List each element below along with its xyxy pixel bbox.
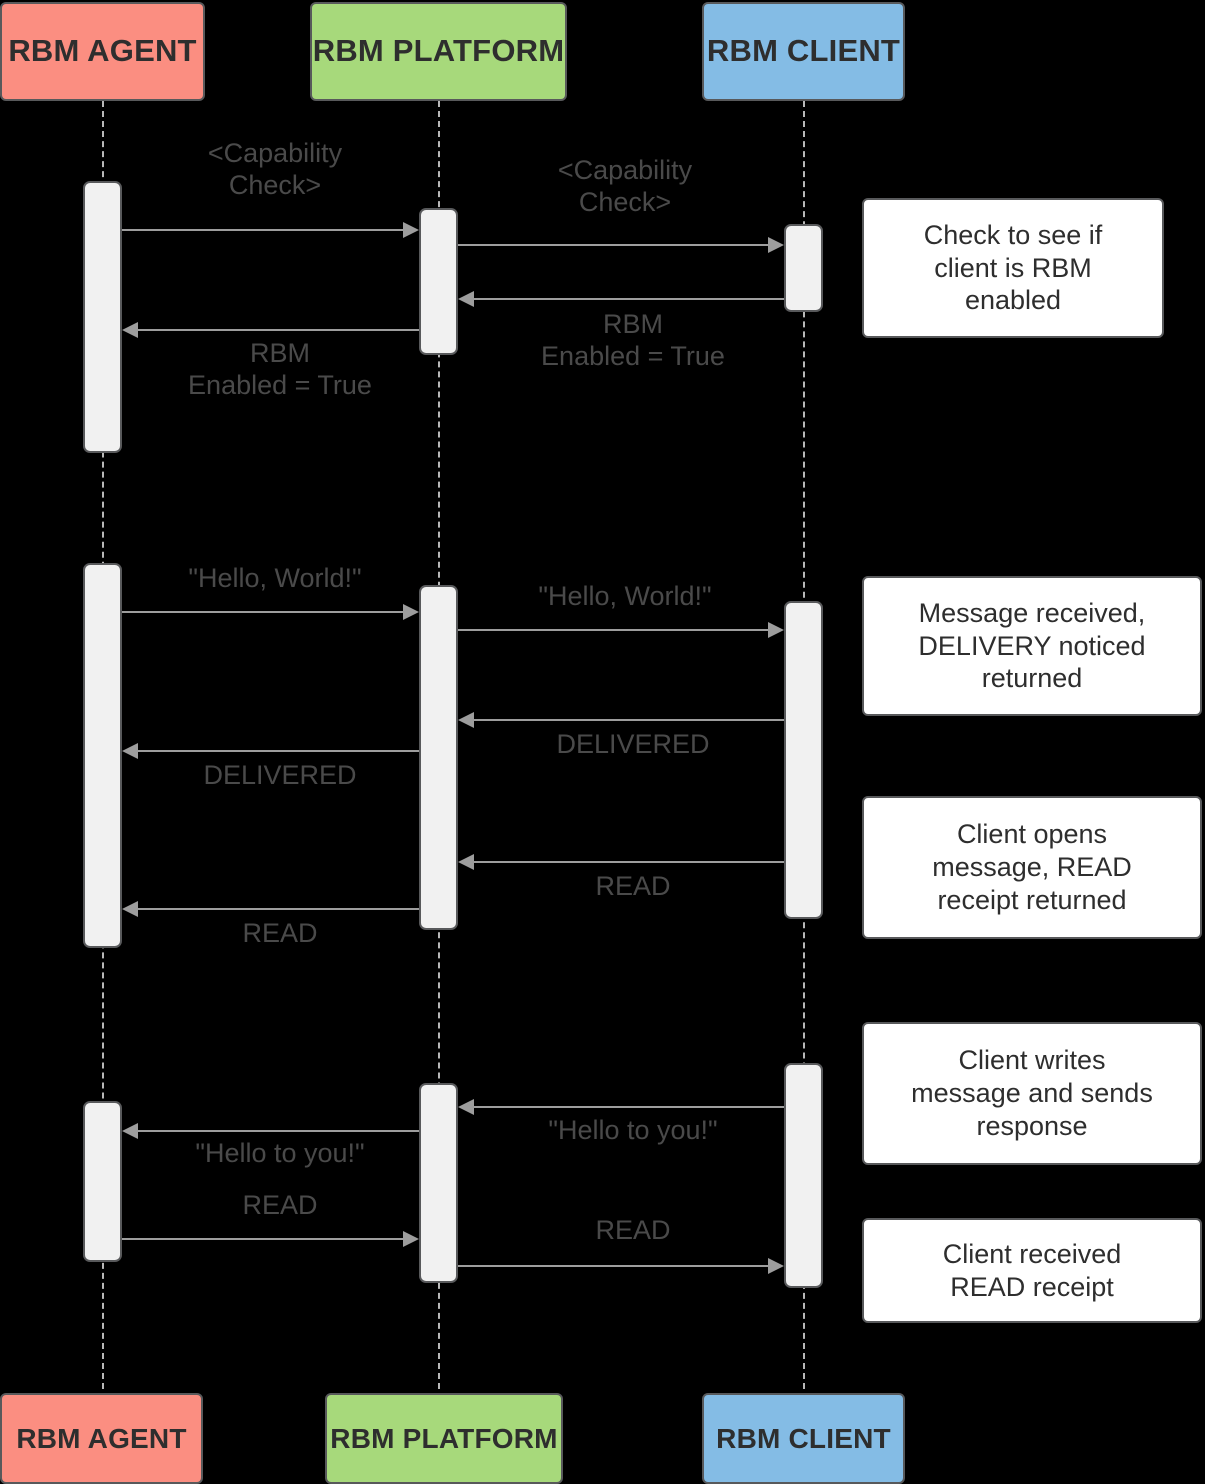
note-client-opens-message: Client opens message, READ receipt retur… (862, 796, 1202, 939)
note-capability-check: Check to see if client is RBM enabled (862, 198, 1164, 338)
arrowhead-m11 (458, 1099, 474, 1115)
message-label-m13: READ (242, 1190, 318, 1220)
message-line-m8 (138, 750, 419, 752)
message-label-m11: "Hello to you!" (548, 1115, 718, 1145)
activation-platform-reply (419, 1083, 458, 1283)
message-line-m2 (458, 244, 768, 246)
message-label-m8: DELIVERED (203, 760, 357, 790)
message-label-m12: "Hello to you!" (195, 1138, 365, 1168)
participant-footer-platform[interactable]: RBM PLATFORM (325, 1393, 563, 1484)
arrowhead-m5 (403, 604, 419, 620)
message-line-m3 (474, 298, 784, 300)
arrowhead-m12 (122, 1123, 138, 1139)
message-line-m5 (122, 611, 403, 613)
note-client-received-read: Client received READ receipt (862, 1218, 1202, 1323)
arrowhead-m9 (458, 854, 474, 870)
activation-client-capability (784, 224, 823, 312)
arrowhead-m14 (768, 1258, 784, 1274)
message-label-m10: READ (242, 918, 318, 948)
activation-agent-message (83, 563, 122, 948)
message-line-m6 (458, 629, 768, 631)
activation-platform-message (419, 585, 458, 930)
message-label-m14: READ (595, 1215, 671, 1245)
participant-header-platform[interactable]: RBM PLATFORM (310, 2, 567, 101)
message-line-m4 (138, 329, 419, 331)
arrowhead-m1 (403, 222, 419, 238)
arrowhead-m4 (122, 322, 138, 338)
message-line-m7 (474, 719, 784, 721)
message-line-m12 (138, 1130, 419, 1132)
message-line-m9 (474, 861, 784, 863)
arrowhead-m2 (768, 237, 784, 253)
note-message-received: Message received, DELIVERY noticed retur… (862, 576, 1202, 716)
message-label-m2: <Capability Check> (557, 155, 693, 217)
message-label-m4: RBM Enabled = True (188, 338, 372, 400)
arrowhead-m6 (768, 622, 784, 638)
activation-platform-capability (419, 208, 458, 355)
message-line-m11 (474, 1106, 784, 1108)
arrowhead-m8 (122, 743, 138, 759)
activation-agent-capability (83, 181, 122, 453)
message-line-m10 (138, 908, 419, 910)
arrowhead-m13 (403, 1231, 419, 1247)
message-label-m3: RBM Enabled = True (541, 309, 725, 371)
participant-footer-client[interactable]: RBM CLIENT (702, 1393, 905, 1484)
arrowhead-m3 (458, 291, 474, 307)
message-line-m1 (122, 229, 403, 231)
message-label-m7: DELIVERED (556, 729, 710, 759)
participant-header-agent[interactable]: RBM AGENT (0, 2, 205, 101)
arrowhead-m10 (122, 901, 138, 917)
activation-client-reply (784, 1063, 823, 1288)
participant-header-client[interactable]: RBM CLIENT (702, 2, 905, 101)
participant-footer-agent[interactable]: RBM AGENT (0, 1393, 203, 1484)
arrowhead-m7 (458, 712, 474, 728)
message-label-m9: READ (595, 871, 671, 901)
message-line-m14 (458, 1265, 768, 1267)
activation-client-message (784, 601, 823, 919)
activation-agent-reply (83, 1101, 122, 1262)
message-label-m1: <Capability Check> (207, 138, 343, 200)
message-line-m13 (122, 1238, 403, 1240)
message-label-m5: "Hello, World!" (188, 563, 362, 593)
note-client-writes-message: Client writes message and sends response (862, 1022, 1202, 1165)
message-label-m6: "Hello, World!" (538, 581, 712, 611)
